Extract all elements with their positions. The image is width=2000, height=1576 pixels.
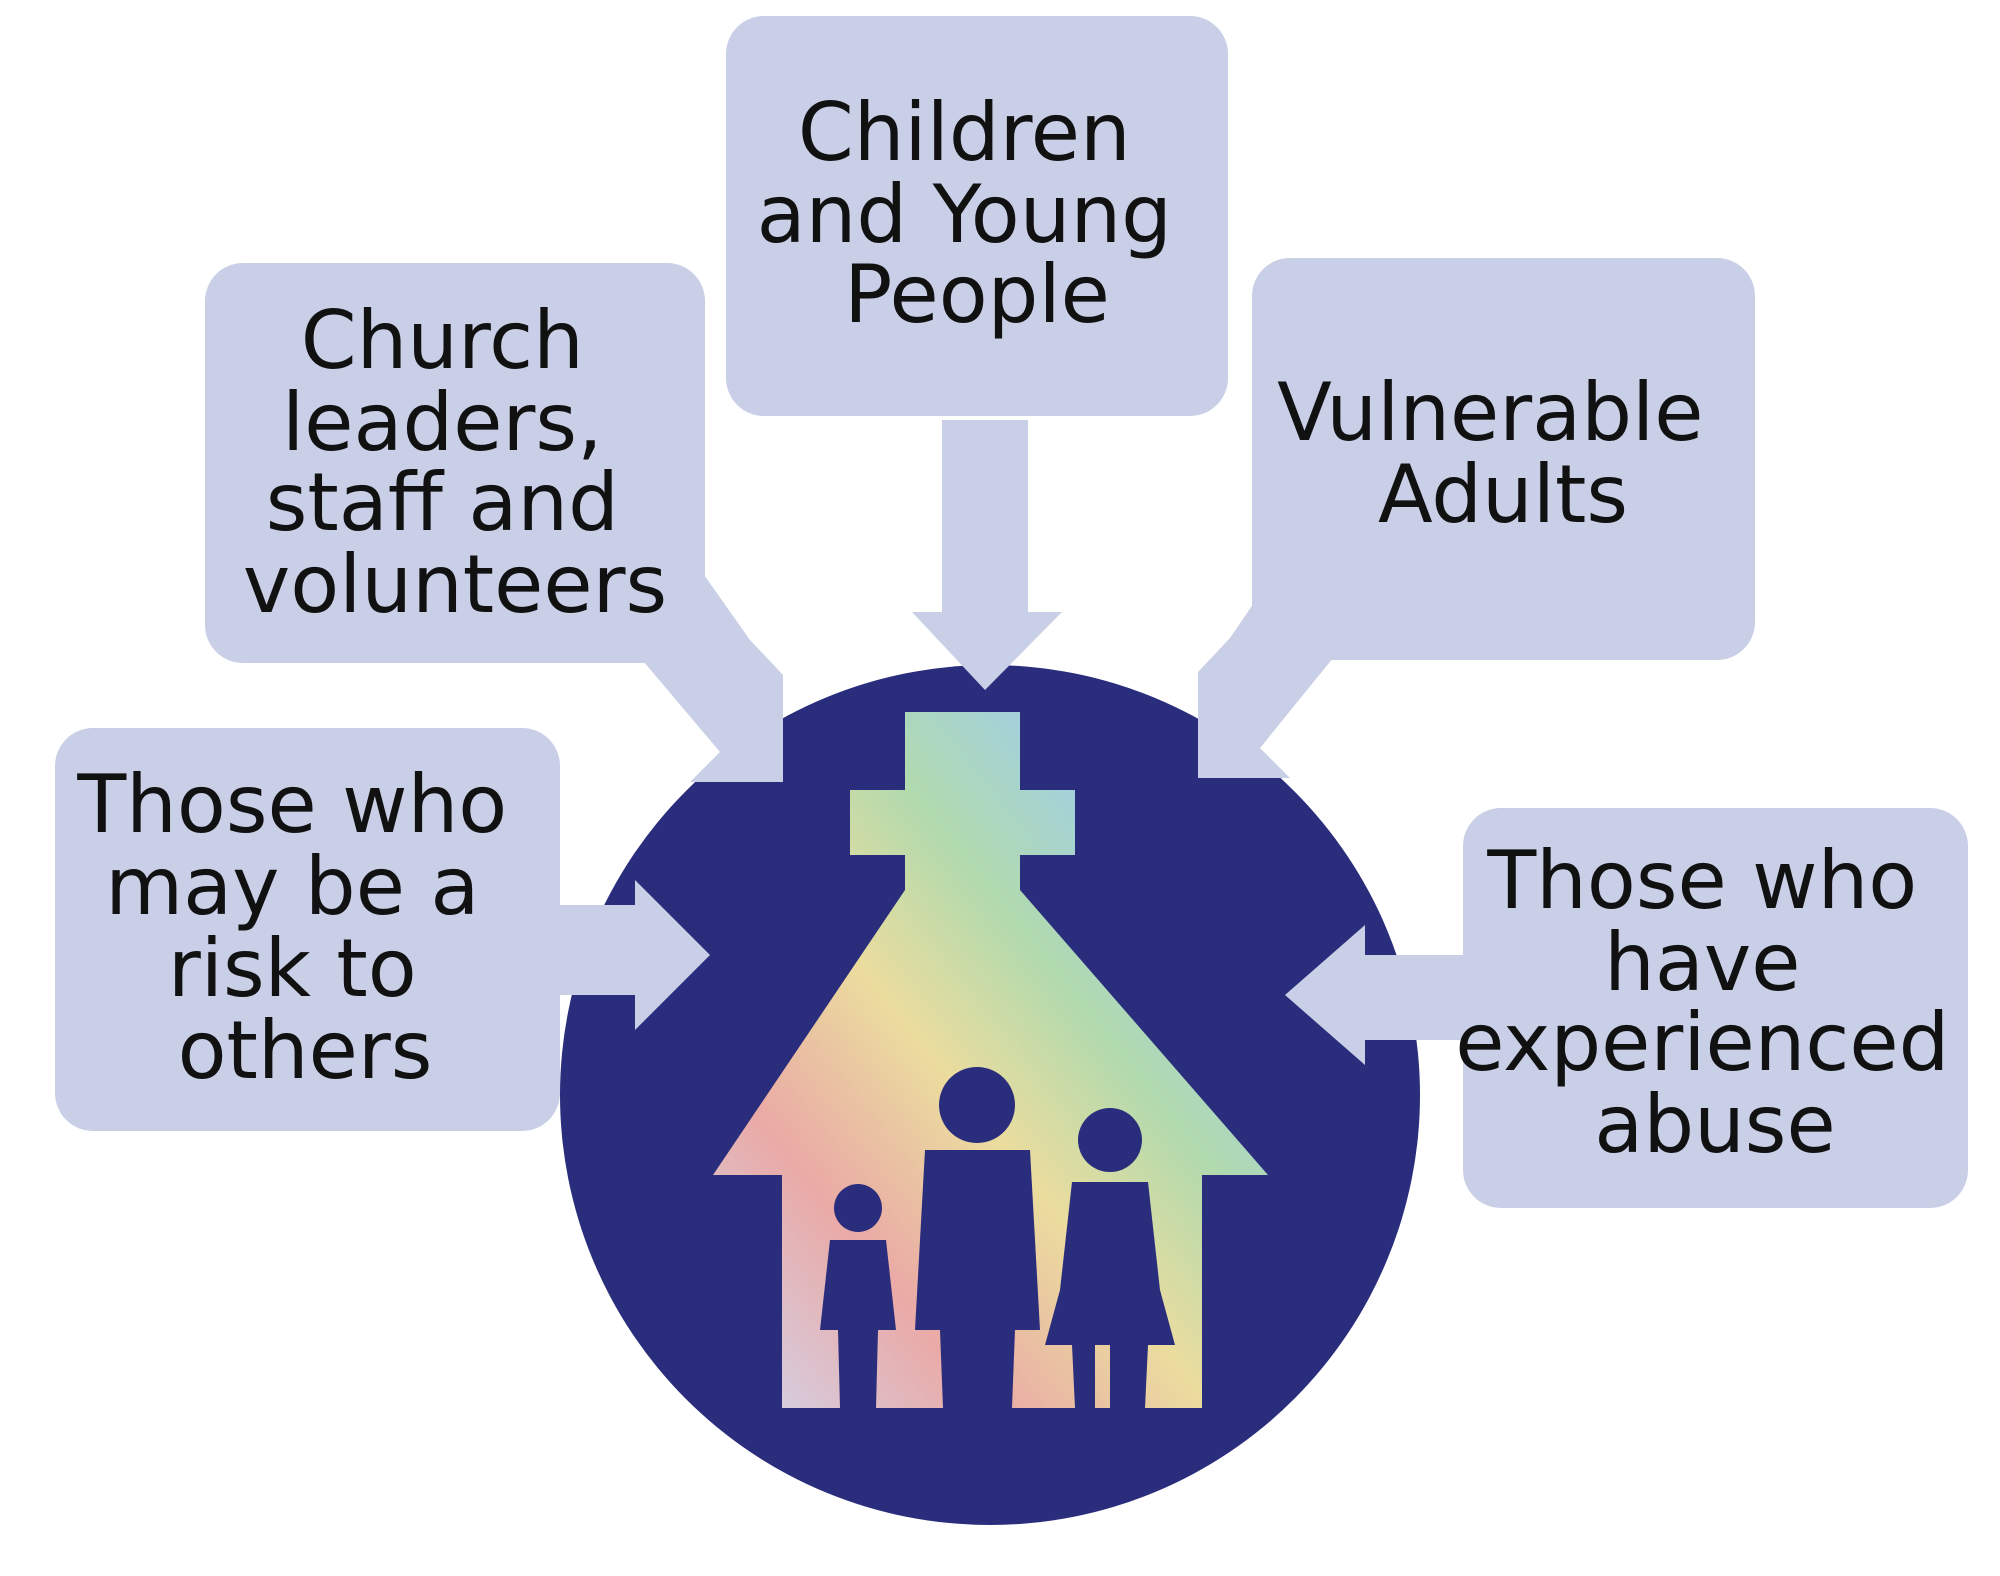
card-line: Adults: [1378, 448, 1628, 541]
card-risk: Those who may be a risk to others: [55, 728, 560, 1131]
card-line: Children: [798, 86, 1131, 179]
card-line: and Young: [757, 168, 1172, 261]
card-line: Vulnerable: [1277, 366, 1703, 459]
card-line: staff and: [266, 456, 619, 549]
card-abuse-text: Those who have experienced abuse: [1455, 834, 1975, 1171]
card-line: Those who: [1486, 834, 1917, 927]
arrow-risk: [555, 880, 710, 1030]
card-line: others: [178, 1004, 433, 1097]
card-risk-bg: [55, 728, 560, 1131]
card-line: Church: [301, 294, 584, 387]
church-family-icon: [713, 712, 1268, 1408]
card-children-bg: [726, 16, 1228, 416]
adult-figure-body: [915, 1150, 1040, 1408]
card-line: experienced: [1455, 996, 1949, 1089]
card-vulnerable-adults: Vulnerable Adults: [1252, 258, 1755, 660]
family-figures: [820, 1067, 1175, 1408]
child-figure-head: [834, 1184, 882, 1232]
card-vulnerable-adults-text: Vulnerable Adults: [1277, 366, 1729, 541]
card-abuse: Those who have experienced abuse: [1455, 808, 1975, 1208]
card-church-leaders-text: Church leaders, staff and volunteers: [243, 294, 667, 631]
card-vulnerable-adults-bg: [1252, 258, 1755, 660]
card-line: abuse: [1594, 1078, 1835, 1171]
card-line: leaders,: [282, 376, 602, 469]
card-line: may be a: [105, 840, 479, 933]
card-line: Those who: [76, 758, 507, 851]
arrow-abuse: [1285, 925, 1470, 1065]
card-church-leaders: Church leaders, staff and volunteers: [205, 263, 705, 663]
card-line: risk to: [168, 922, 417, 1015]
card-abuse-bg: [1463, 808, 1968, 1208]
adult-figure-head: [939, 1067, 1015, 1143]
woman-figure-head: [1078, 1108, 1142, 1172]
arrow-children: [912, 420, 1062, 690]
child-figure-body: [820, 1240, 896, 1408]
card-children-text: Children and Young People: [757, 86, 1198, 341]
woman-figure-body: [1045, 1182, 1175, 1408]
card-children: Children and Young People: [726, 16, 1228, 416]
card-line: have: [1604, 916, 1800, 1009]
card-line: People: [844, 248, 1110, 341]
card-risk-text: Those who may be a risk to others: [76, 758, 532, 1097]
card-church-leaders-bg: [205, 263, 705, 663]
card-line: volunteers: [243, 538, 667, 631]
